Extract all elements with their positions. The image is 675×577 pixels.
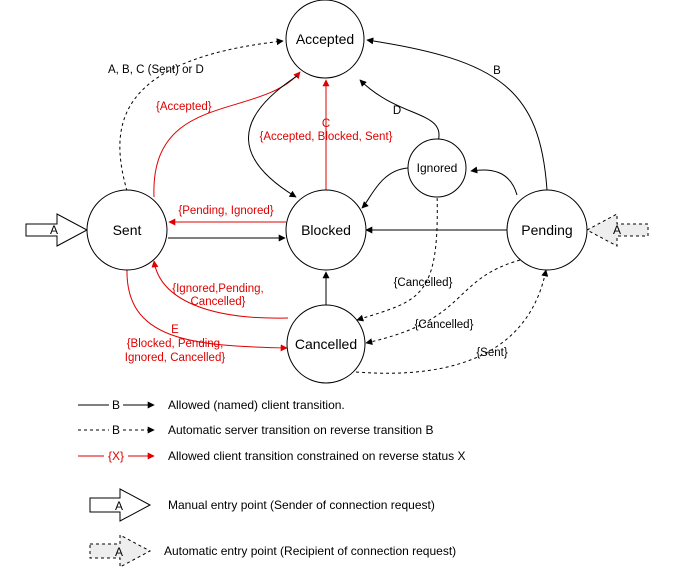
legend-red-text: Allowed client transition constrained on… xyxy=(168,449,466,463)
label-blocked-accepted-cond: {Accepted, Blocked, Sent} xyxy=(260,131,393,143)
legend: B Allowed (named) client transition. B A… xyxy=(78,398,466,568)
label-pending-cancelled: {Cancelled} xyxy=(415,319,474,331)
label-ignored-cancelled: {Cancelled} xyxy=(394,277,453,289)
edge-accepted-blocked xyxy=(248,75,298,198)
state-blocked-label: Blocked xyxy=(301,222,351,238)
legend-manual-text: Manual entry point (Sender of connection… xyxy=(168,498,435,512)
legend-dashed-text: Automatic server transition on reverse t… xyxy=(168,423,433,437)
manual-entry-arrow xyxy=(25,213,89,247)
state-ignored: Ignored xyxy=(407,138,467,198)
edge-sent-accepted-auto xyxy=(119,38,284,192)
edge-cancelled-pending-auto xyxy=(355,269,549,374)
label-ignored-accepted: D xyxy=(393,105,401,117)
state-pending-label: Pending xyxy=(521,222,572,238)
edge-pending-ignored xyxy=(470,166,518,196)
label-sent-accepted-red: {Accepted} xyxy=(156,101,212,113)
state-pending: Pending xyxy=(506,189,588,271)
legend-solid-letter: B xyxy=(112,398,120,412)
state-cancelled-label: Cancelled xyxy=(295,336,357,352)
state-sent-label: Sent xyxy=(113,222,142,238)
label-cancelled-sent-1: {Ignored,Pending, xyxy=(172,283,263,295)
entry-label-pending: A xyxy=(613,223,621,237)
legend-auto-entry-arrow xyxy=(89,534,152,568)
state-ignored-label: Ignored xyxy=(417,161,458,175)
label-cancelled-sent-2: Cancelled} xyxy=(191,296,246,308)
label-pending-accepted: B xyxy=(493,65,501,77)
legend-manual-entry-arrow xyxy=(89,488,152,522)
legend-auto-letter: A xyxy=(115,545,123,559)
edge-pending-accepted xyxy=(366,37,548,191)
edge-ignored-cancelled-auto xyxy=(356,191,438,322)
legend-solid-text: Allowed (named) client transition. xyxy=(168,398,345,412)
edge-cancelled-sent-red xyxy=(151,260,289,319)
label-sent-cancelled-1: {Blocked, Pending, xyxy=(127,338,224,350)
entry-label-sent: A xyxy=(50,223,58,237)
label-sent-cancelled-letter: E xyxy=(171,324,179,336)
auto-entry-arrow xyxy=(585,213,649,247)
edge-ignored-accepted xyxy=(359,79,440,146)
label-cancelled-pending: {Sent} xyxy=(476,347,507,359)
state-sent: Sent xyxy=(86,189,168,271)
label-sent-cancelled-2: Ignored, Cancelled} xyxy=(125,352,226,364)
state-accepted: Accepted xyxy=(285,0,365,79)
state-cancelled: Cancelled xyxy=(286,304,366,384)
label-sent-accepted-auto: A, B, C (Sent) or D xyxy=(108,64,204,76)
edge-ignored-blocked xyxy=(361,167,409,209)
legend-manual-letter: A xyxy=(115,499,123,513)
label-blocked-accepted-letter: C xyxy=(322,118,330,130)
edge-sent-cancelled-red xyxy=(126,267,288,352)
legend-red-letter: {X} xyxy=(108,449,124,463)
legend-dashed-letter: B xyxy=(112,423,120,437)
state-blocked: Blocked xyxy=(285,189,367,271)
state-accepted-label: Accepted xyxy=(296,31,354,47)
legend-auto-text: Automatic entry point (Recipient of conn… xyxy=(164,544,456,558)
label-blocked-sent: {Pending, Ignored} xyxy=(178,205,273,217)
